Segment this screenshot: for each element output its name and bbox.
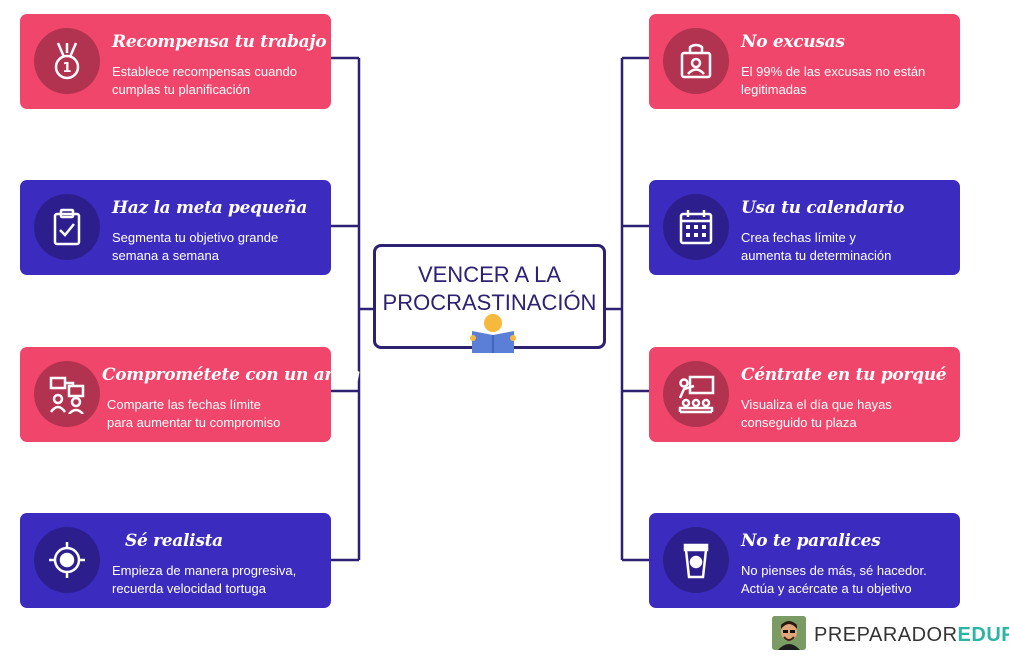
reading-person-icon: [468, 313, 518, 353]
card-title: Recompensa tu trabajo: [112, 32, 325, 52]
icon-circle: [34, 194, 100, 260]
brand-name-part-2: EDUFIS: [958, 624, 1009, 646]
card-description: Comparte las fechas límite para aumentar…: [107, 396, 323, 432]
card-description-line: Empieza de manera progresiva,: [112, 562, 323, 580]
icon-circle: [663, 194, 729, 260]
svg-text:1: 1: [62, 61, 71, 76]
icon-circle: [663, 527, 729, 593]
card-se-realista: Sé realista Empieza de manera progresiva…: [20, 513, 331, 608]
icon-circle: [34, 527, 100, 593]
brand-name: PREPARADOREDUFIS: [814, 624, 1009, 647]
card-recompensa: 1 Recompensa tu trabajo Establece recomp…: [20, 14, 331, 109]
calendar-icon: [676, 207, 716, 247]
card-description: Segmenta tu objetivo grande semana a sem…: [112, 229, 323, 265]
card-description: Establece recompensas cuando cumplas tu …: [112, 63, 323, 99]
card-no-excusas: No excusas El 99% de las excusas no está…: [649, 14, 960, 109]
card-title: Haz la meta pequeña: [112, 198, 325, 218]
card-description-line: legitimadas: [741, 81, 952, 99]
card-title: Céntrate en tu porqué: [741, 365, 954, 385]
center-title-line-1: VENCER A LA: [376, 261, 603, 289]
card-description-line: recuerda velocidad tortuga: [112, 580, 323, 598]
medal-icon: 1: [47, 41, 87, 81]
people-board-icon: [47, 374, 87, 414]
card-description-line: El 99% de las excusas no están: [741, 63, 952, 81]
card-description-line: semana a semana: [112, 247, 323, 265]
card-description-line: para aumentar tu compromiso: [107, 414, 323, 432]
card-calendario: Usa tu calendario Crea fechas límite y a…: [649, 180, 960, 275]
card-title: Sé realista: [125, 531, 325, 551]
card-description: Visualiza el día que hayas conseguido tu…: [741, 396, 952, 432]
avatar: [772, 616, 806, 650]
card-description: Empieza de manera progresiva, recuerda v…: [112, 562, 323, 598]
card-title: No excusas: [741, 32, 954, 52]
icon-circle: 1: [34, 28, 100, 94]
avatar-illustration-icon: [772, 616, 806, 650]
card-description-line: No pienses de más, sé hacedor.: [741, 562, 952, 580]
card-description-line: conseguido tu plaza: [741, 414, 952, 432]
icon-circle: [663, 28, 729, 94]
card-description-line: Crea fechas límite y: [741, 229, 952, 247]
coffee-cup-icon: [676, 540, 716, 580]
card-description: Crea fechas límite y aumenta tu determin…: [741, 229, 952, 265]
card-description: No pienses de más, sé hacedor. Actúa y a…: [741, 562, 952, 598]
target-icon: [47, 540, 87, 580]
card-description-line: Establece recompensas cuando: [112, 63, 323, 81]
brand-name-part-1: PREPARADOR: [814, 624, 958, 646]
card-description-line: Comparte las fechas límite: [107, 396, 323, 414]
card-porque: Céntrate en tu porqué Visualiza el día q…: [649, 347, 960, 442]
card-title: Comprométete con un amigo: [102, 365, 325, 385]
clipboard-check-icon: [47, 207, 87, 247]
card-description: El 99% de las excusas no están legitimad…: [741, 63, 952, 99]
icon-circle: [663, 361, 729, 427]
card-description-line: Visualiza el día que hayas: [741, 396, 952, 414]
card-no-paralices: No te paralices No pienses de más, sé ha…: [649, 513, 960, 608]
center-title: VENCER A LA PROCRASTINACIÓN: [376, 261, 603, 317]
card-comprometete: Comprométete con un amigo Comparte las f…: [20, 347, 331, 442]
icon-circle: [34, 361, 100, 427]
center-title-box: VENCER A LA PROCRASTINACIÓN: [373, 244, 606, 349]
card-title: No te paralices: [741, 531, 954, 551]
classroom-icon: [676, 374, 716, 414]
card-description-line: Actúa y acércate a tu objetivo: [741, 580, 952, 598]
card-meta-pequena: Haz la meta pequeña Segmenta tu objetivo…: [20, 180, 331, 275]
brand-logo: PREPARADOREDUFIS: [772, 616, 1004, 652]
card-description-line: Segmenta tu objetivo grande: [112, 229, 323, 247]
id-badge-icon: [676, 41, 716, 81]
card-description-line: cumplas tu planificación: [112, 81, 323, 99]
card-title: Usa tu calendario: [741, 198, 954, 218]
card-description-line: aumenta tu determinación: [741, 247, 952, 265]
